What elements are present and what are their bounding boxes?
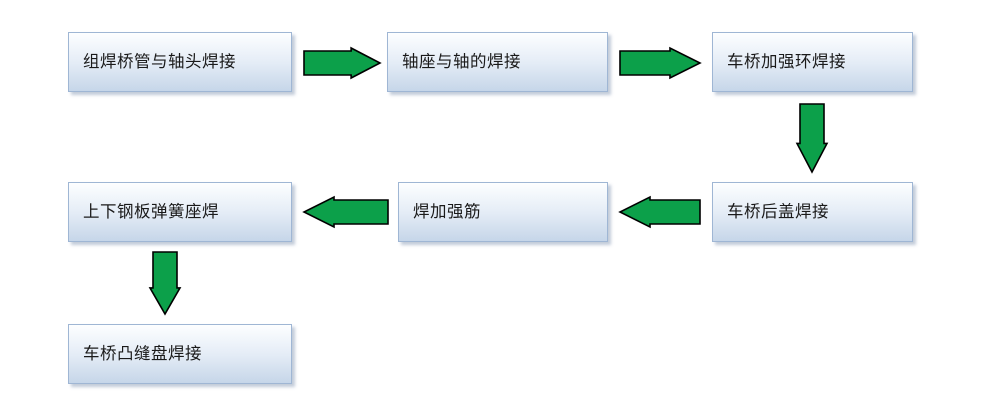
arrow-left-icon	[618, 195, 701, 229]
arrow-right-icon	[619, 46, 702, 80]
process-node-7[interactable]: 车桥凸缝盘焊接	[68, 324, 292, 384]
process-node-label: 轴座与轴的焊接	[402, 51, 521, 71]
process-node-label: 组焊桥管与轴头焊接	[83, 51, 236, 71]
process-node-5[interactable]: 焊加强筋	[398, 182, 608, 242]
process-node-1[interactable]: 组焊桥管与轴头焊接	[68, 32, 292, 92]
process-node-label: 上下钢板弹簧座焊	[83, 201, 219, 221]
process-node-2[interactable]: 轴座与轴的焊接	[387, 32, 608, 92]
process-node-3[interactable]: 车桥加强环焊接	[712, 32, 913, 92]
arrow-down-icon	[148, 251, 182, 316]
process-node-label: 车桥后盖焊接	[727, 201, 829, 221]
process-node-label: 焊加强筋	[413, 201, 481, 221]
arrow-left-icon	[302, 195, 389, 229]
process-node-6[interactable]: 上下钢板弹簧座焊	[68, 182, 292, 242]
arrow-right-icon	[303, 46, 382, 80]
process-node-label: 车桥凸缝盘焊接	[83, 343, 202, 363]
process-node-label: 车桥加强环焊接	[727, 51, 846, 71]
arrow-down-icon	[795, 103, 829, 174]
process-node-4[interactable]: 车桥后盖焊接	[712, 182, 913, 242]
